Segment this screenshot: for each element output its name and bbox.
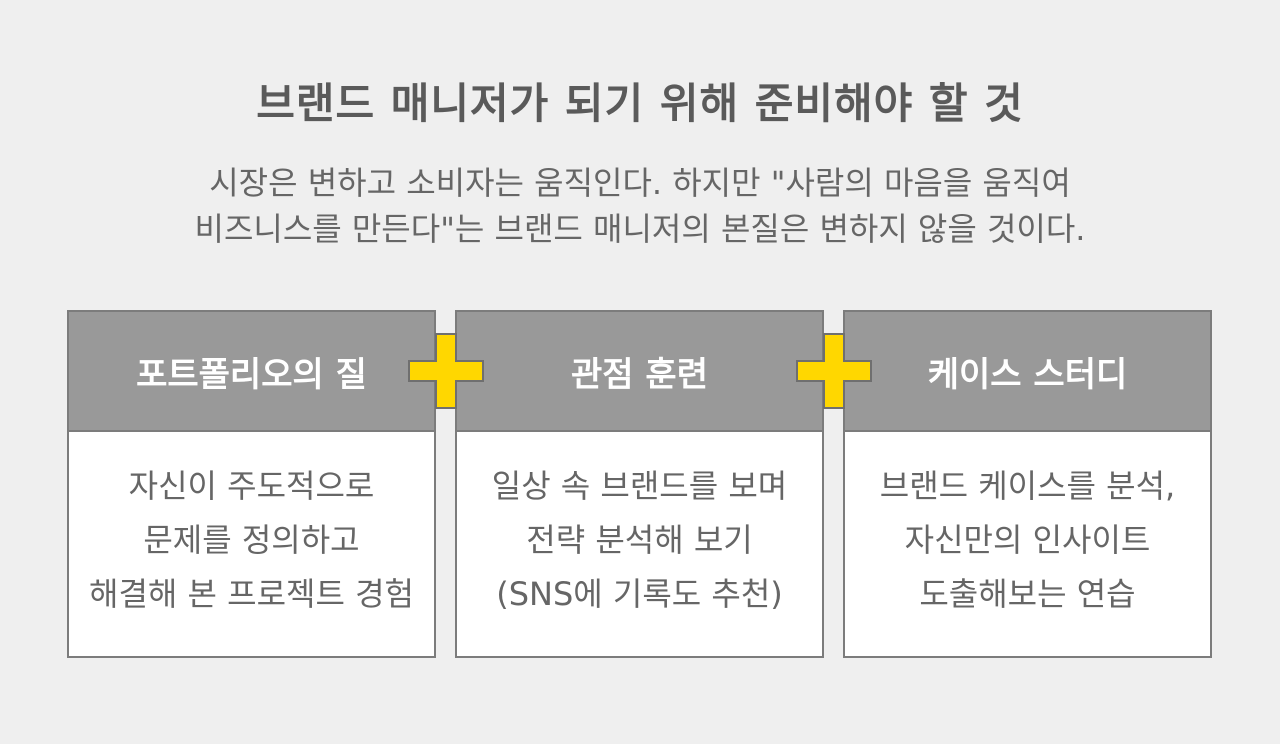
- card-body-line: 자신이 주도적으로: [128, 467, 375, 505]
- card-body-line: 도출해보는 연습: [919, 575, 1136, 613]
- card-portfolio-quality: 포트폴리오의 질 자신이 주도적으로 문제를 정의하고 해결해 본 프로젝트 경…: [67, 310, 436, 658]
- card-case-study: 케이스 스터디 브랜드 케이스를 분석, 자신만의 인사이트 도출해보는 연습: [843, 310, 1212, 658]
- subtitle: 시장은 변하고 소비자는 움직인다. 하지만 "사람의 마음을 움직여 비즈니스…: [0, 160, 1280, 252]
- card-body: 일상 속 브랜드를 보며 전략 분석해 보기 (SNS에 기록도 추천): [457, 432, 822, 658]
- card-body-line: 브랜드 케이스를 분석,: [879, 467, 1176, 505]
- card-body-line: 문제를 정의하고: [143, 521, 360, 559]
- card-body-line: 전략 분석해 보기: [526, 521, 753, 559]
- plus-icon: [407, 332, 485, 410]
- page-title: 브랜드 매니저가 되기 위해 준비해야 할 것: [256, 79, 1024, 128]
- card-body-line: 자신만의 인사이트: [904, 521, 1151, 559]
- card-perspective-training: 관점 훈련 일상 속 브랜드를 보며 전략 분석해 보기 (SNS에 기록도 추…: [455, 310, 824, 658]
- subtitle-line: 비즈니스를 만든다"는 브랜드 매니저의 본질은 변하지 않을 것이다.: [194, 210, 1086, 248]
- card-body: 자신이 주도적으로 문제를 정의하고 해결해 본 프로젝트 경험: [69, 432, 434, 658]
- card-body-line: 일상 속 브랜드를 보며: [491, 467, 788, 505]
- card-body: 브랜드 케이스를 분석, 자신만의 인사이트 도출해보는 연습: [845, 432, 1210, 658]
- subtitle-line: 시장은 변하고 소비자는 움직인다. 하지만 "사람의 마음을 움직여: [209, 164, 1071, 202]
- card-header: 포트폴리오의 질: [69, 312, 434, 432]
- card-body-line: (SNS에 기록도 추천): [496, 575, 783, 613]
- plus-icon: [795, 332, 873, 410]
- card-header: 관점 훈련: [457, 312, 822, 432]
- card-body-line: 해결해 본 프로젝트 경험: [89, 575, 414, 613]
- card-header: 케이스 스터디: [845, 312, 1210, 432]
